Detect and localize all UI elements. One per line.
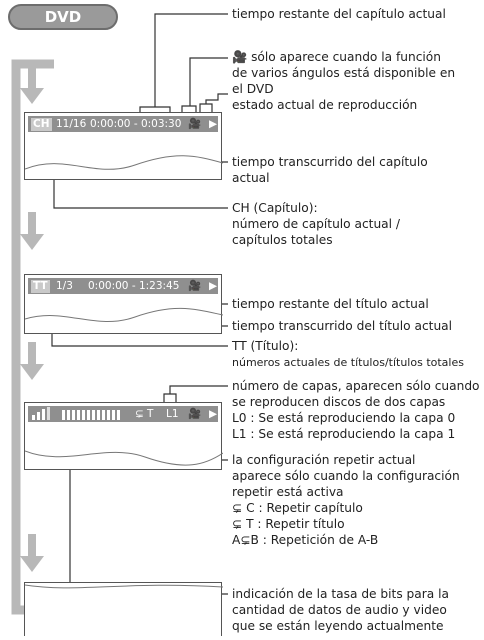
play-icon: ▶ (209, 280, 218, 292)
angle-icon: 🎥 (188, 118, 202, 130)
label-chapter-elapsed-2: actual (232, 171, 270, 185)
label-bitrate-2: cantidad de datos de audio y video (232, 603, 447, 617)
torn-edge (25, 155, 223, 170)
label-repeat-2: aparece sólo cuando la configuración (232, 469, 460, 483)
title-display-panel: TT 1/3 0:00:00 - 1:23:45 🎥 ▶ (24, 274, 223, 334)
label-repeat-title: ⊊ T : Repetir título (232, 517, 345, 531)
label-layer-l0: L0 : Se está reproduciendo la capa 0 (232, 411, 456, 425)
layer-indicator: L1 (166, 408, 179, 420)
repeat-icon: ⊊ (135, 408, 144, 420)
flow-frame (11, 59, 54, 615)
label-repeat-ab: A⊊B : Repetición de A-B (232, 533, 379, 547)
label-title-remaining: tiempo restante del título actual (232, 297, 429, 311)
tt-chip: TT (31, 279, 50, 293)
label-angle-line1: 🎥 sólo aparece cuando la función (232, 50, 441, 64)
label-layer-l1: L1 : Se está reproduciendo la capa 1 (232, 427, 456, 441)
play-icon: ▶ (209, 118, 218, 130)
status-bar: TT 1/3 0:00:00 - 1:23:45 🎥 ▶ (28, 278, 218, 294)
label-chapter-elapsed-1: tiempo transcurrido del capítulo (232, 155, 428, 169)
label-layer-2: se reproducen discos de dos capas (232, 395, 446, 409)
chapter-count: 11/16 (56, 118, 87, 130)
torn-edge (25, 450, 223, 466)
next-display-panel (24, 582, 223, 636)
label-ch-title: CH (Capítulo): (232, 201, 318, 215)
status-bar: ⊊ T L1 🎥 ▶ (28, 406, 218, 422)
title-time: 0:00:00 - 1:23:45 (88, 280, 180, 292)
dvd-mode-button[interactable]: DVD (8, 4, 118, 30)
label-tt-title: TT (Título): (232, 339, 299, 353)
label-angle-line3: el DVD (232, 82, 274, 96)
bitrate-icon (31, 407, 53, 426)
label-layer-1: número de capas, aparecen sólo cuando (232, 379, 480, 393)
label-repeat-3: repetir está activa (232, 485, 344, 499)
label-angle-line2: de varios ángulos está disponible en (232, 66, 456, 80)
label-chapter-remaining: tiempo restante del capítulo actual (232, 7, 446, 21)
angle-icon: 🎥 (188, 408, 202, 420)
status-bar: CH 11/16 0:00:00 - 0:03:30 🎥 ▶ (28, 116, 218, 132)
chapter-time: 0:00:00 - 0:03:30 (90, 118, 182, 130)
bitrate-meter (62, 409, 124, 425)
label-ch-desc-1: número de capítulo actual / (232, 217, 401, 231)
play-icon: ▶ (209, 408, 218, 420)
bitrate-display-panel: ⊊ T L1 🎥 ▶ (24, 402, 223, 470)
label-ch-desc-2: capítulos totales (232, 233, 333, 247)
torn-edge (25, 308, 223, 323)
torn-edge (25, 584, 223, 589)
label-tt-desc: números actuales de títulos/títulos tota… (232, 356, 464, 369)
title-count: 1/3 (56, 280, 73, 292)
label-bitrate-3: que se están leyendo actualmente (232, 619, 444, 633)
ch-chip: CH (31, 117, 52, 131)
chapter-display-panel: CH 11/16 0:00:00 - 0:03:30 🎥 ▶ (24, 112, 223, 180)
label-repeat-1: la configuración repetir actual (232, 453, 416, 467)
label-playback-status: estado actual de reproducción (232, 98, 418, 112)
label-repeat-chapter: ⊊ C : Repetir capítulo (232, 501, 363, 515)
label-title-elapsed: tiempo transcurrido del título actual (232, 319, 453, 333)
angle-icon: 🎥 (188, 280, 202, 292)
label-bitrate-1: indicación de la tasa de bits para la (232, 587, 449, 601)
down-arrow-icon (20, 66, 44, 572)
repeat-mode: T (147, 408, 154, 420)
angle-icon: 🎥 (232, 50, 252, 64)
